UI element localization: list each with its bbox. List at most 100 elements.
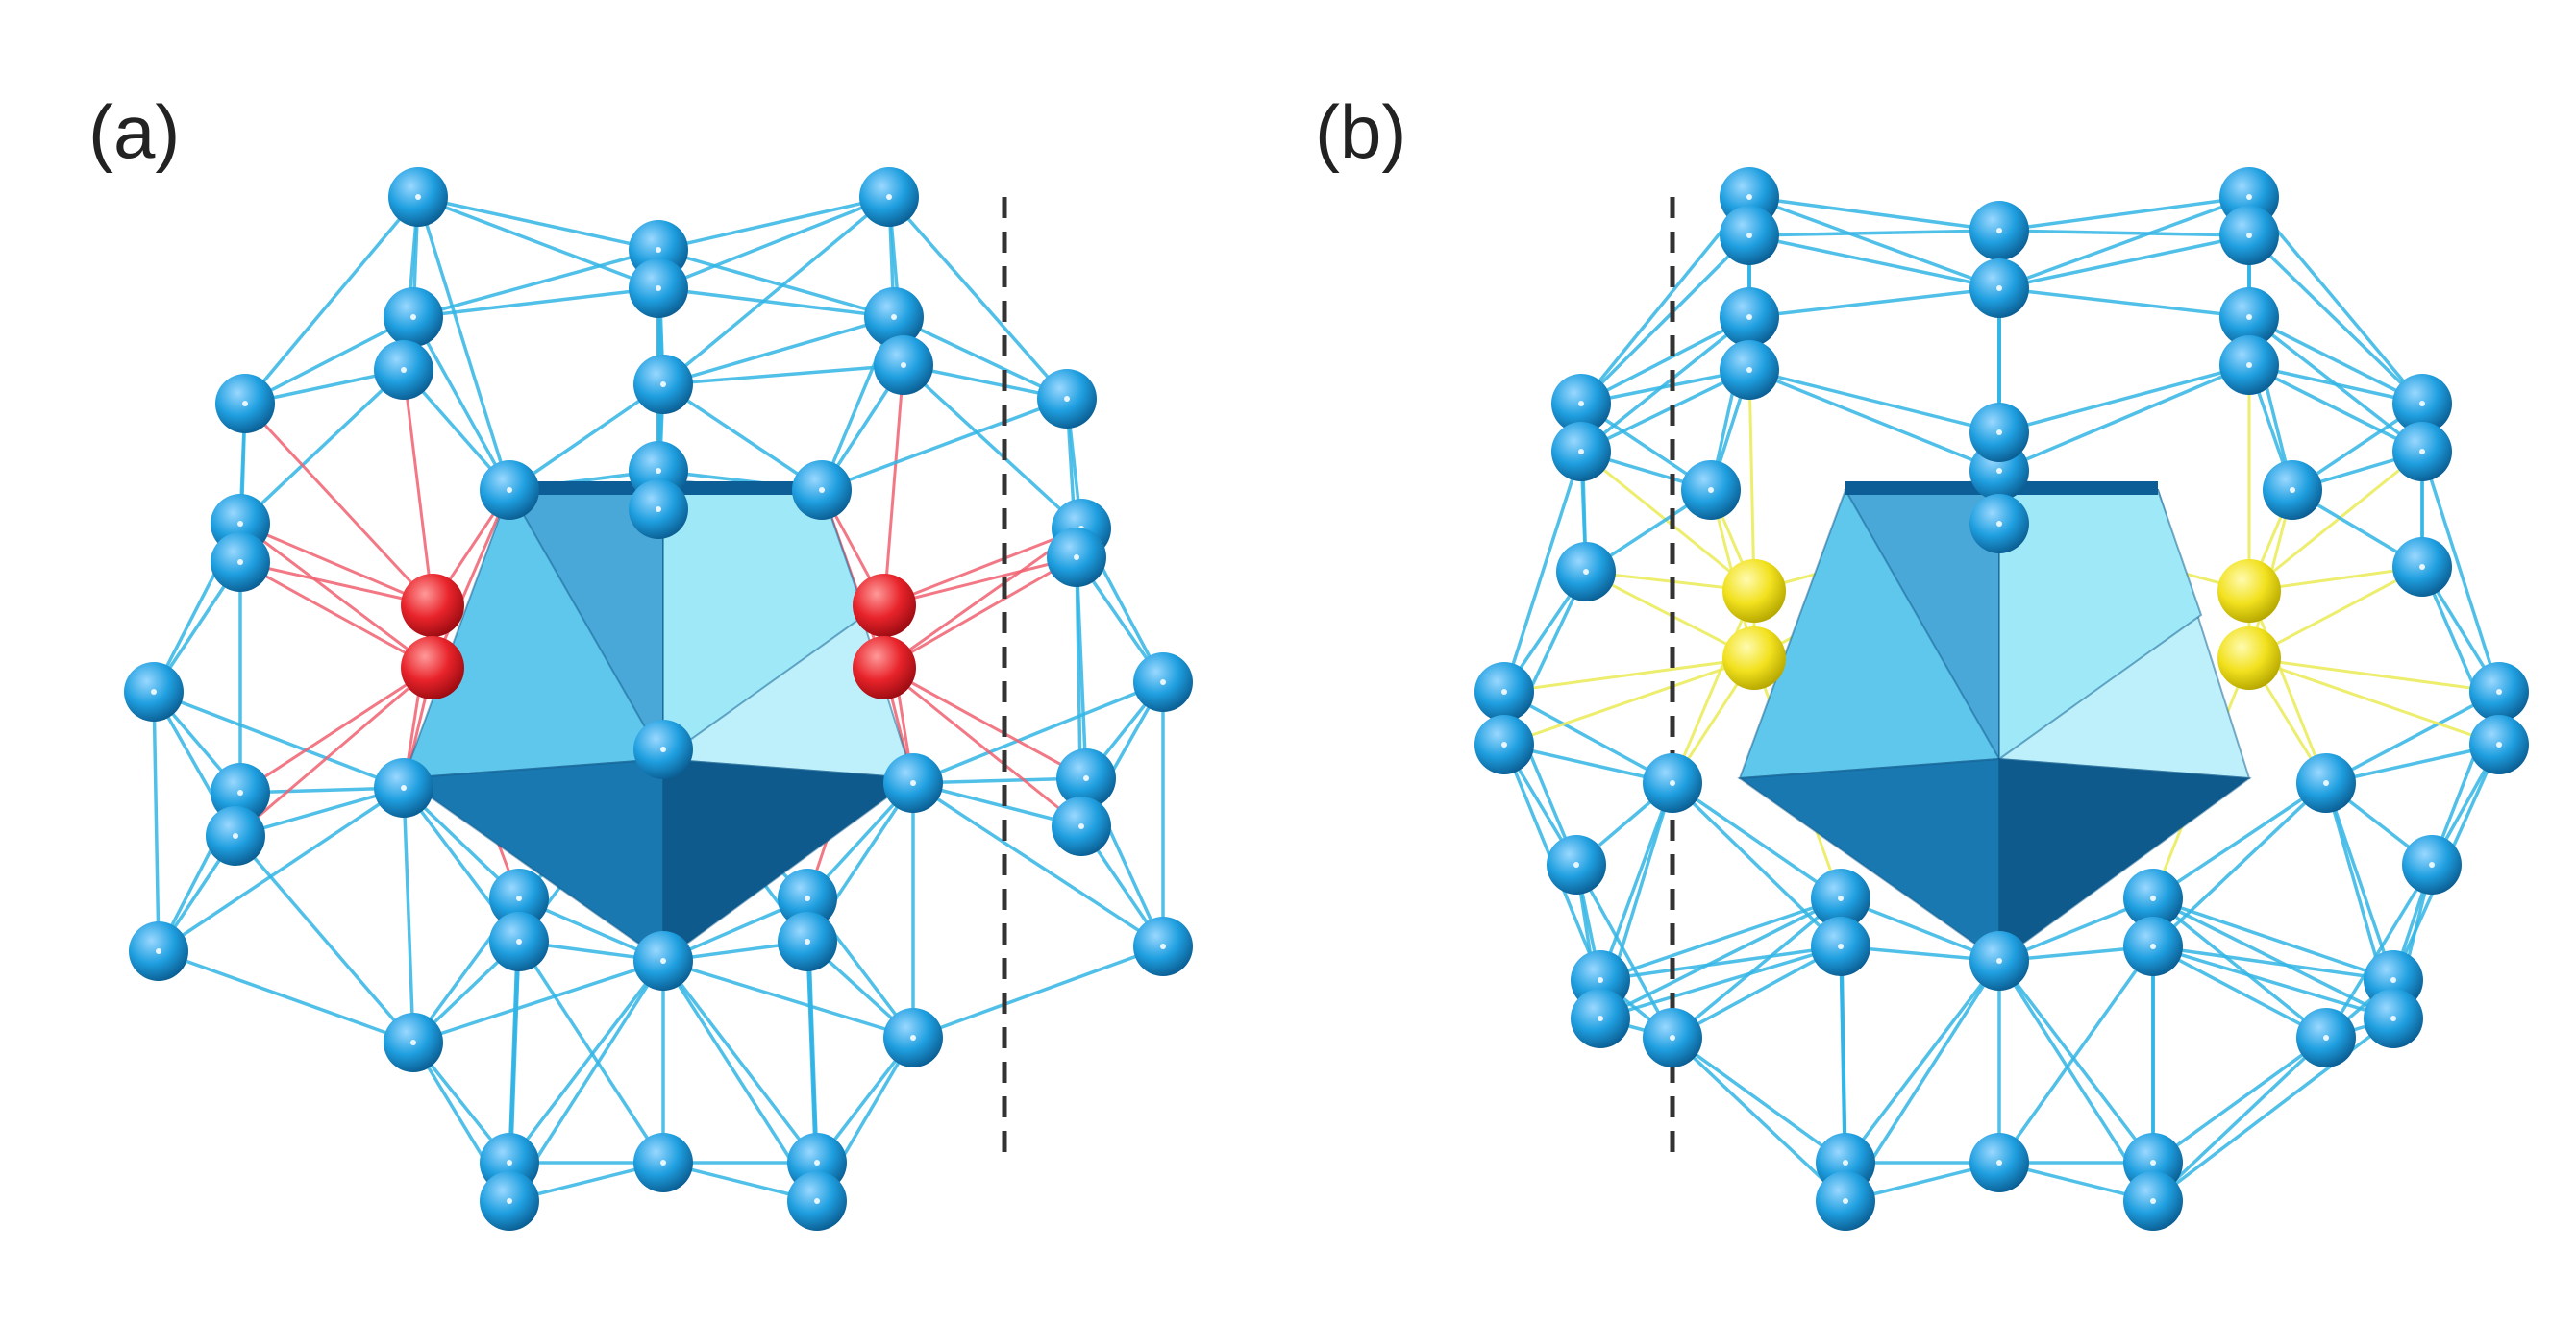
bond: [2151, 1036, 2328, 1165]
yellow-atom: [2217, 626, 2281, 690]
bond: [662, 363, 904, 386]
accent-bond: [239, 560, 433, 670]
bond: [657, 195, 890, 252]
atom-center: [819, 487, 825, 493]
bond: [1748, 195, 2000, 290]
bond: [1599, 945, 1842, 1020]
atom-center: [1670, 780, 1675, 786]
atom-center: [410, 1040, 416, 1045]
red-atom: [853, 636, 916, 699]
bond: [2152, 781, 2327, 900]
atom-center: [1598, 977, 1603, 983]
bond: [1998, 233, 2250, 290]
atom-center: [2150, 944, 2156, 949]
atom-center: [1078, 823, 1084, 829]
bond: [657, 286, 895, 319]
atom-center: [1996, 958, 2002, 964]
bond: [1844, 959, 2001, 1165]
accent-bond: [883, 555, 1077, 607]
red-atom: [401, 636, 464, 699]
accent-bond: [402, 369, 434, 606]
accent-bond: [2248, 450, 2423, 593]
atom-center: [814, 1198, 820, 1204]
atom-center: [2390, 977, 2396, 983]
atom-center: [814, 1160, 820, 1166]
atom-center: [886, 194, 892, 200]
atom-center: [1996, 1160, 2002, 1166]
bond: [1503, 690, 1673, 785]
atom-center: [1670, 1035, 1675, 1041]
bond: [1997, 945, 2155, 1165]
yellow-atom: [1722, 559, 1786, 623]
bond: [508, 959, 665, 1165]
bond: [2247, 233, 2424, 405]
atom-center: [401, 785, 407, 791]
atom-center: [1746, 233, 1752, 238]
bond: [1599, 896, 1842, 1020]
accent-bond: [235, 666, 433, 838]
accent-bond: [1747, 369, 1756, 592]
atom-center: [2390, 1016, 2396, 1021]
bond: [1671, 896, 1843, 1040]
atom-center: [2246, 194, 2252, 200]
atom-center: [1160, 679, 1166, 685]
cluster-structure-b: [1474, 167, 2529, 1231]
atom-center: [156, 948, 161, 954]
bond: [2324, 864, 2434, 1039]
panel-b: (b): [1288, 0, 2576, 1325]
bond: [1580, 368, 1750, 454]
atom-center: [1708, 487, 1714, 493]
atom-center: [237, 790, 243, 796]
bond: [893, 315, 1068, 401]
bond: [2151, 896, 2328, 1040]
accent-bond: [2248, 565, 2423, 660]
atom-center: [507, 1160, 512, 1166]
atom-center: [656, 285, 661, 291]
polyhedron-face: [1998, 757, 2252, 963]
atom-center: [2323, 1035, 2329, 1041]
bond: [1998, 195, 2250, 233]
bond: [234, 834, 415, 1044]
accent-bond: [1580, 450, 1755, 593]
polyhedron-face: [662, 757, 916, 963]
atom-center: [2150, 896, 2156, 901]
bond: [2152, 945, 2327, 1040]
atom-center: [1578, 401, 1584, 406]
accent-bond: [239, 560, 433, 607]
atom-center: [805, 939, 810, 945]
bond: [1579, 315, 1751, 454]
bond: [1748, 229, 2000, 237]
atom-center: [1573, 862, 1579, 868]
atom-center: [1064, 396, 1070, 402]
accent-bond: [883, 666, 1082, 828]
bond: [887, 195, 1069, 401]
accent-bond: [2247, 590, 2328, 784]
bond: [912, 945, 1164, 1040]
bond: [2420, 451, 2501, 693]
atom-center: [415, 194, 421, 200]
bond: [2248, 363, 2423, 454]
atom-center: [151, 689, 157, 695]
bond: [1671, 1036, 1847, 1203]
bond: [2248, 315, 2423, 405]
atom-center: [1746, 367, 1752, 373]
bond: [1672, 945, 1842, 1040]
bond: [1748, 195, 2000, 233]
atom-center: [910, 780, 916, 786]
atom-center: [1843, 1160, 1848, 1166]
bond: [158, 786, 405, 953]
bond: [244, 315, 414, 405]
atom-center: [1578, 449, 1584, 454]
accent-bond: [2248, 656, 2500, 747]
bond: [238, 368, 406, 526]
bond: [2152, 945, 2394, 1020]
cluster-structure-a: [124, 167, 1193, 1231]
bond: [417, 195, 659, 252]
bond: [2152, 945, 2394, 982]
bond: [821, 397, 1068, 492]
bond: [2151, 1017, 2395, 1203]
bond: [412, 286, 659, 319]
accent-bond: [431, 489, 511, 669]
bond: [661, 959, 819, 1165]
atom-center: [1746, 314, 1752, 320]
